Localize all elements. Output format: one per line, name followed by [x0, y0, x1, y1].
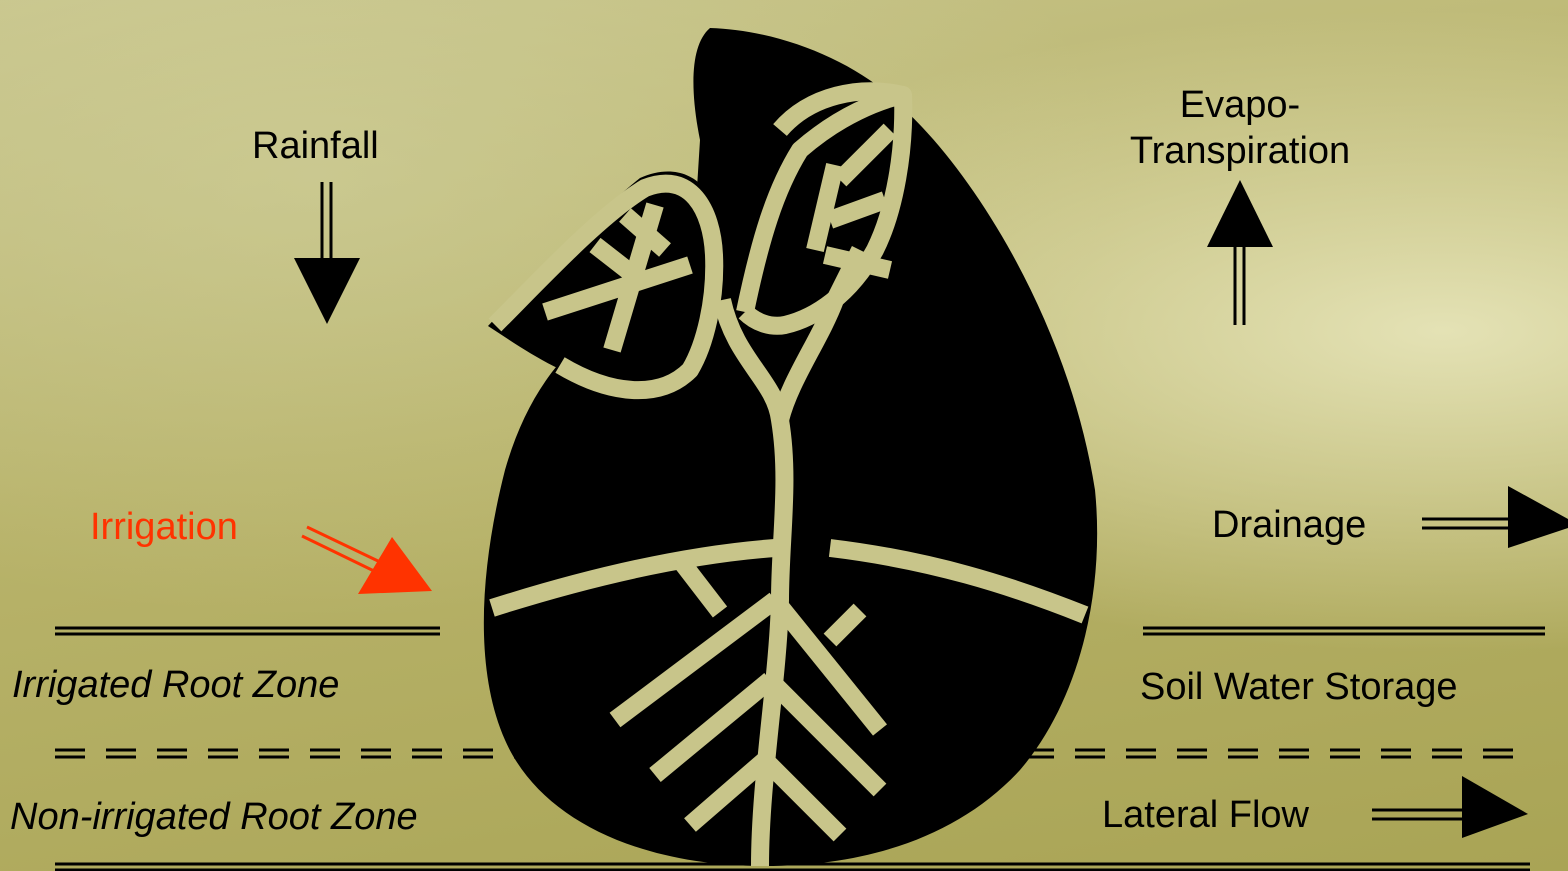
- non-irrigated-root-zone-label: Non-irrigated Root Zone: [10, 795, 418, 839]
- drainage-label: Drainage: [1212, 503, 1366, 547]
- up-arrow-icon: [1207, 180, 1273, 325]
- evapotranspiration-label-line2: Transpiration: [1110, 129, 1370, 173]
- irrigated-root-zone-label: Irrigated Root Zone: [12, 663, 339, 707]
- right-arrow-icon: [1422, 486, 1568, 548]
- evapotranspiration-label-line1: Evapo-: [1110, 83, 1370, 127]
- diagonal-arrow-icon: [302, 527, 432, 594]
- down-arrow-icon: [294, 182, 360, 324]
- right-arrow-icon: [1372, 776, 1528, 838]
- soil-water-storage-label: Soil Water Storage: [1140, 665, 1458, 709]
- seedling-with-roots-icon: [484, 28, 1097, 866]
- rainfall-label: Rainfall: [252, 124, 379, 168]
- lateral-flow-label: Lateral Flow: [1102, 793, 1309, 837]
- irrigation-label: Irrigation: [90, 505, 238, 549]
